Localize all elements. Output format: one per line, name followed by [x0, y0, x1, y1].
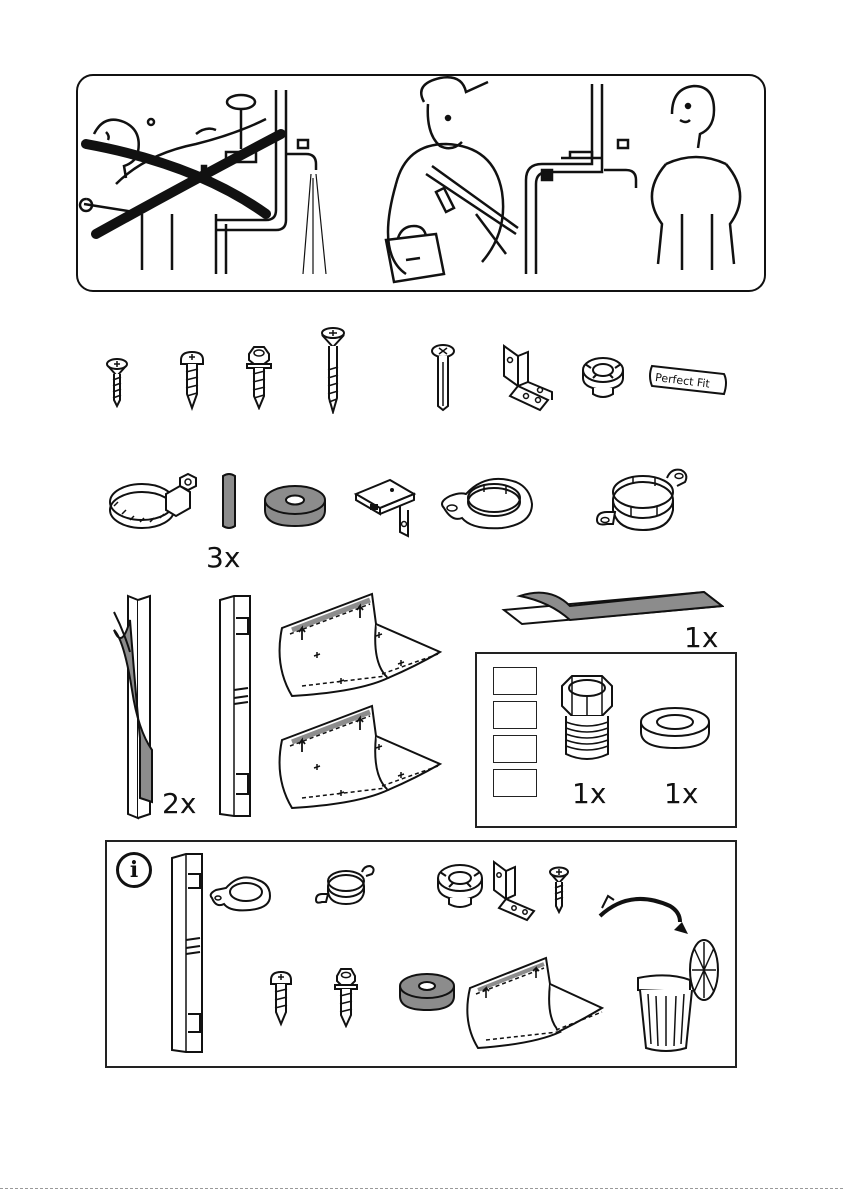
rail-quantity: 2x [162, 790, 196, 818]
screw-long-wood [318, 326, 348, 414]
mounting-plate [352, 476, 418, 538]
hose-clamp [104, 464, 198, 534]
leftover-plinth-rail [166, 852, 206, 1056]
adhesive-rail-strip [110, 590, 160, 822]
pipe-right [526, 84, 636, 274]
ring-bracket-tall [593, 466, 695, 536]
leftover-angle-bracket [488, 856, 544, 922]
plumber-figure [388, 77, 518, 274]
adapter-swatch-3 [493, 735, 537, 763]
sealing-washer [637, 704, 713, 752]
strip-quantity: 3x [206, 544, 240, 572]
adapter-quantity: 1x [572, 780, 606, 808]
threaded-adapter [556, 672, 618, 764]
rubber-washer [263, 484, 327, 528]
screw-hex-flange [243, 344, 275, 410]
leftover-ring-bracket-flat [208, 868, 272, 912]
template-sheet-top [278, 590, 444, 698]
adapter-swatch-2 [493, 701, 537, 729]
page-cut-line [0, 1188, 843, 1189]
plinth-rail-front [214, 594, 254, 820]
leftover-screw-hex [332, 966, 360, 1028]
screw-pan-head [178, 350, 206, 412]
leftover-screw-countersunk [548, 866, 570, 914]
faucet-left [286, 140, 326, 274]
plumber-illustration-panel [76, 74, 766, 292]
angle-bracket [496, 340, 558, 412]
washer-quantity: 1x [664, 780, 698, 808]
template-sheet-bottom [278, 702, 444, 810]
trash-can-icon [596, 890, 726, 1060]
adapter-swatch-1 [493, 667, 537, 695]
toolbox [386, 226, 444, 282]
perfect-fit-tab: Perfect Fit [648, 362, 730, 398]
adjustable-foot [579, 354, 627, 402]
leftover-template-sheet [466, 954, 606, 1050]
info-icon: i [116, 852, 152, 888]
tape-quantity: 1x [684, 624, 718, 652]
happy-person-figure [652, 86, 740, 270]
leftover-screw-pan-head [268, 970, 294, 1028]
screw-countersunk-small [105, 358, 129, 408]
foam-strip [218, 472, 238, 530]
leftover-ring-bracket-tall [314, 862, 376, 912]
wall-plug [430, 342, 456, 412]
info-icon-glyph: i [130, 857, 138, 883]
leftover-adjustable-foot [434, 862, 486, 912]
ring-bracket-flat [438, 468, 536, 532]
leftover-rubber-washer [398, 972, 456, 1012]
adapter-swatch-4 [493, 769, 537, 797]
